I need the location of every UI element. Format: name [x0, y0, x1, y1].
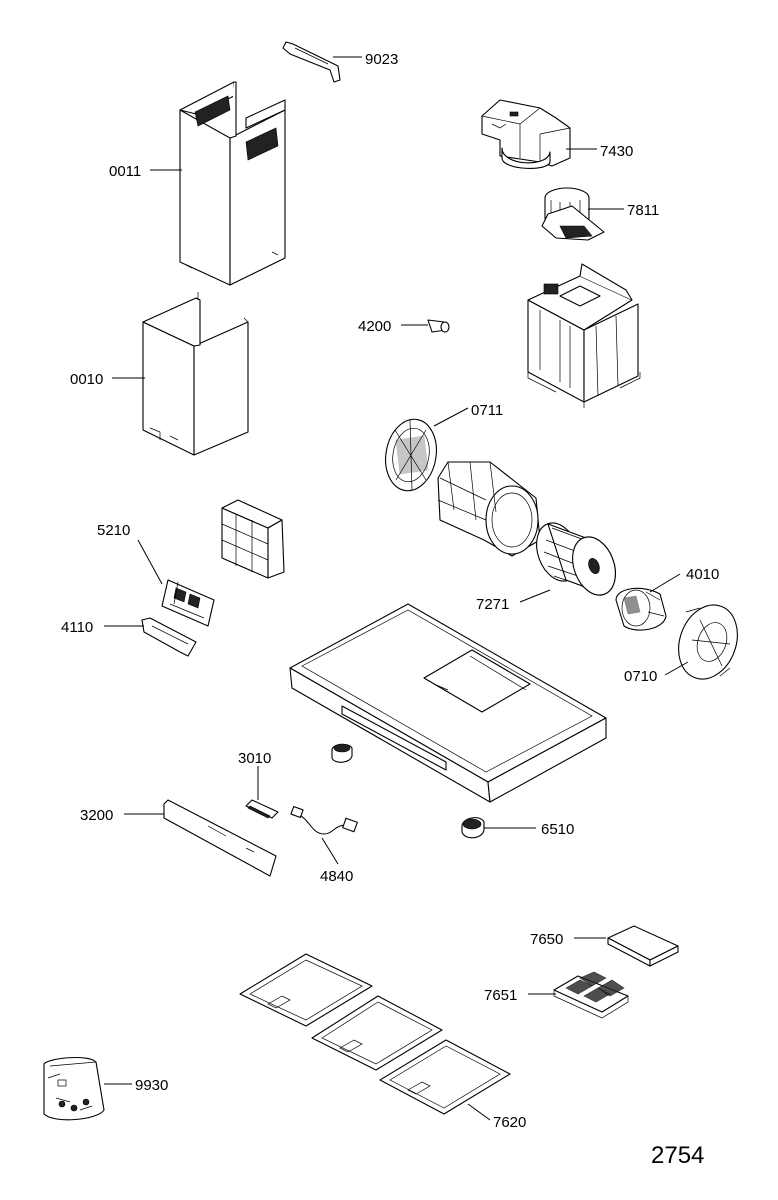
part-7271-blower-wheel — [519, 522, 616, 603]
part-6510-knob — [461, 817, 536, 839]
label-7811: 7811 — [627, 202, 659, 219]
label-7620: 7620 — [493, 1114, 526, 1131]
part-0710-back-plate — [664, 604, 738, 680]
part-0711-inlet-ring — [385, 407, 469, 492]
part-7430-air-diverter — [481, 99, 597, 169]
label-4110: 4110 — [61, 619, 93, 636]
part-7620-grease-filters — [239, 953, 511, 1121]
label-0010: 0010 — [70, 371, 103, 388]
part-9023-bracket — [282, 41, 362, 83]
label-0710: 0710 — [624, 668, 657, 685]
label-3200: 3200 — [80, 807, 113, 824]
fan-casing — [437, 461, 541, 557]
part-4110-bracket — [104, 617, 197, 657]
label-0711: 0711 — [471, 402, 503, 419]
part-0011-upper-chimney — [150, 81, 286, 286]
part-9930-hardware-bag — [43, 1056, 132, 1121]
knob — [331, 743, 353, 763]
part-7651-carbon-filter — [528, 971, 629, 1019]
part-5210-control-board — [137, 539, 215, 627]
motor-housing — [527, 263, 641, 408]
document-number: 2754 — [651, 1142, 704, 1169]
label-0011: 0011 — [109, 163, 141, 180]
label-7430: 7430 — [600, 143, 633, 160]
label-7651: 7651 — [484, 987, 517, 1004]
label-4840: 4840 — [320, 868, 353, 885]
part-labels: 9023 0011 7430 7811 4200 0010 0711 5210 … — [61, 51, 719, 1131]
label-9023: 9023 — [365, 51, 398, 68]
label-7271: 7271 — [476, 596, 509, 613]
part-3200-panel-strip — [124, 799, 277, 877]
part-4200-cylinder — [401, 319, 450, 333]
part-0010-lower-chimney — [112, 292, 249, 456]
part-3010-switch — [245, 766, 279, 819]
grid-cartridge — [221, 499, 285, 579]
label-9930: 9930 — [135, 1077, 168, 1094]
label-7650: 7650 — [530, 931, 563, 948]
label-6510: 6510 — [541, 821, 574, 838]
label-4010: 4010 — [686, 566, 719, 583]
part-7650-filter-pad — [574, 925, 679, 967]
part-4010-motor — [615, 573, 681, 631]
part-4840-wiring — [290, 805, 358, 865]
part-7811-collar — [541, 187, 624, 241]
hood-body — [289, 603, 607, 803]
label-3010: 3010 — [238, 750, 271, 767]
label-4200: 4200 — [358, 318, 391, 335]
label-5210: 5210 — [97, 522, 130, 539]
